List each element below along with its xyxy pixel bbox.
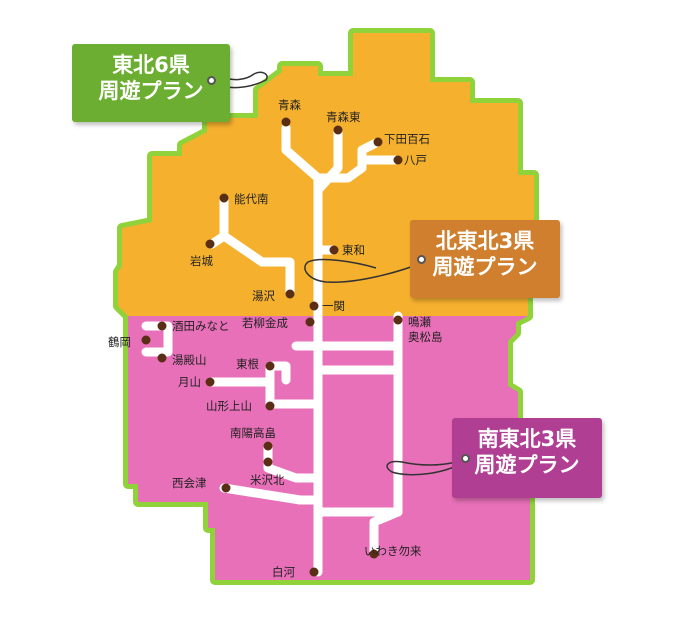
station-dot-ichinoseki (309, 301, 319, 311)
station-dot-sakata (157, 321, 167, 331)
label-tsuruoka: 鶴岡 (108, 335, 131, 349)
south3-plan-tag[interactable]: 南東北3県 周遊プラン (452, 418, 602, 498)
station-labels: 青森 青森東 下田百石 八戸 能代南 岩城 東和 湯沢 一関 若柳金成 鳴瀬 奥… (108, 98, 443, 579)
label-yudonosan: 湯殿山 (172, 353, 207, 367)
label-noshiro-minami: 能代南 (234, 192, 269, 206)
north3-plan-line2: 周遊プラン (432, 255, 538, 279)
label-wakayanagi-kanari: 若柳金成 (242, 316, 288, 330)
label-naruse: 鳴瀬 (408, 315, 431, 329)
label-shin-aomori: 青森東 (326, 110, 361, 124)
station-dot-shimoda (373, 137, 383, 147)
station-dot-wakayanagi (305, 317, 315, 327)
station-dot-shin-aomori (333, 125, 343, 135)
station-dot-yudonosan (157, 353, 167, 363)
south3-plan-line1: 南東北3県 (477, 427, 577, 451)
north3-tag-hole (417, 255, 426, 264)
station-markers (141, 117, 403, 577)
station-dot-nanyo (263, 441, 273, 451)
north3-plan-line1: 北東北3県 (435, 229, 535, 253)
tohoku6-plan-line1: 東北6県 (112, 53, 190, 77)
station-dot-aomori (281, 117, 291, 127)
branch-hachinohe (313, 138, 381, 183)
label-ichinoseki: 一関 (322, 299, 345, 313)
station-dot-hachinohe (393, 155, 403, 165)
south3-plan-line2: 周遊プラン (474, 453, 580, 477)
station-dot-nanyo-2 (263, 457, 273, 467)
branch-sakata (141, 321, 173, 357)
tohoku6-tag-hole (207, 76, 216, 85)
tohoku6-plan-tag[interactable]: 東北6県 周遊プラン (72, 44, 230, 122)
branch-yonezawa (263, 441, 323, 483)
tag-cords (213, 71, 467, 476)
station-dot-higashine (265, 361, 275, 371)
label-nanyo-takahata: 南陽高畠 (230, 426, 276, 440)
tohoku6-plan-line2: 周遊プラン (98, 79, 204, 103)
station-dot-nishi-aizu (221, 483, 231, 493)
branch-aizu (219, 483, 323, 505)
station-dot-iwaki-nakoso (369, 549, 379, 559)
label-iwaki-akita: 岩城 (190, 254, 213, 268)
north3-plan-tag[interactable]: 北東北3県 周遊プラン (410, 220, 560, 298)
expressway-lines (141, 123, 403, 577)
label-okumatsushima: 奥松島 (408, 330, 443, 344)
label-nishi-aizu: 西会津 (172, 476, 207, 490)
label-yuzawa: 湯沢 (252, 289, 275, 303)
station-dot-tsuruoka (141, 335, 151, 345)
label-towa: 東和 (342, 243, 365, 257)
label-higashine: 東根 (236, 357, 259, 371)
label-aomori: 青森 (278, 98, 301, 112)
branch-akita (219, 231, 295, 298)
station-dot-iwaki-akita (205, 239, 215, 249)
label-sakata-minato: 酒田みなと (172, 319, 230, 333)
junction-sendai (291, 311, 403, 351)
branch-higashine (265, 361, 291, 385)
station-dot-noshiro (219, 193, 229, 203)
station-dot-yamagata (265, 401, 275, 411)
label-shimoda-momoishi: 下田百石 (384, 132, 430, 146)
label-yamagata-kaminoyama: 山形上山 (206, 399, 252, 413)
label-hachinohe: 八戸 (404, 153, 427, 167)
label-gassan: 月山 (178, 375, 201, 389)
label-yonezawa-kita: 米沢北 (250, 473, 285, 487)
station-dot-gassan (205, 377, 215, 387)
south3-tag-hole (461, 454, 470, 463)
station-dot-yuzawa (285, 289, 295, 299)
label-shirakawa: 白河 (272, 565, 295, 579)
branch-aomori-east (313, 127, 343, 195)
station-dot-naruse (393, 315, 403, 325)
station-dot-towa (329, 245, 339, 255)
branch-yamagata (205, 361, 323, 409)
station-dot-shirakawa (309, 567, 319, 577)
joban-line (369, 341, 403, 557)
label-iwaki-nakoso: いわき勿来 (364, 544, 422, 558)
